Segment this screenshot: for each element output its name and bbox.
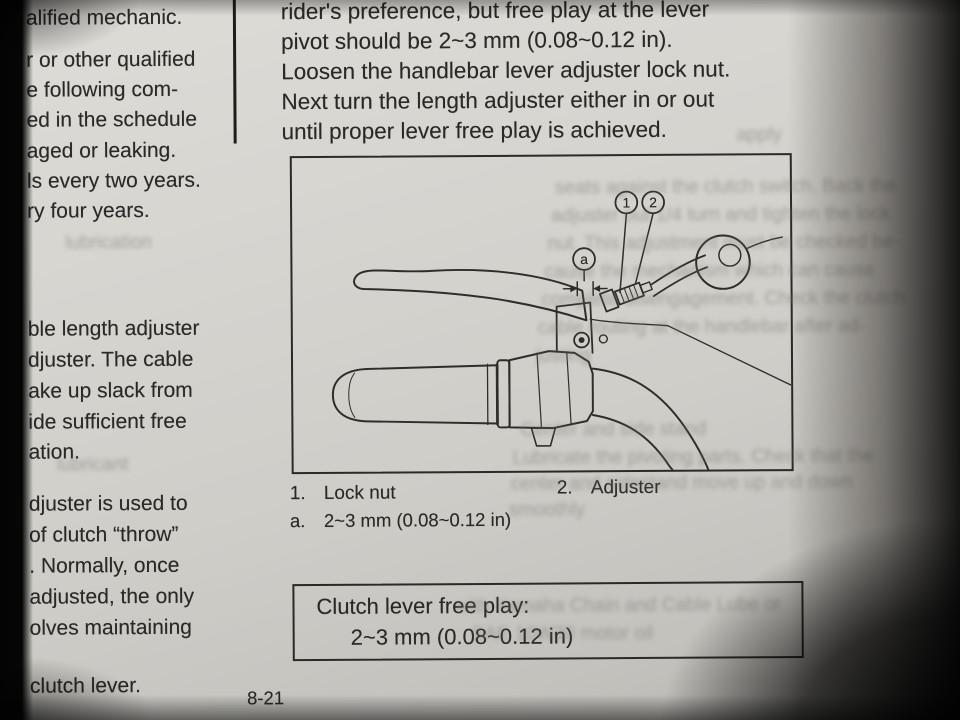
ghost-text: SAE 10W30 motor oil <box>471 622 654 646</box>
ghost-text: Lubricate the pivoting parts. Check that… <box>512 445 874 469</box>
ghost-text: lubricant <box>56 454 129 476</box>
ghost-text: seats against the clutch switch. Back th… <box>554 175 897 199</box>
ghost-text: apply <box>736 124 783 146</box>
ghost-text: justing <box>535 345 591 367</box>
ghost-text: with Yamaha Chain and Cable Lube or <box>456 594 782 618</box>
ghost-text: center and sidestand move up and down <box>510 471 854 495</box>
ghost-text: adjuster out 1/4 turn and tighten the lo… <box>551 203 891 227</box>
ghost-text: cable routing at the handlebar after ad- <box>537 315 866 339</box>
ghost-text: cause the mechanism which can cause <box>544 259 876 283</box>
ghost-text: nut. This adjustment must be checked be- <box>547 231 900 255</box>
ghost-text: Center and side stand <box>520 418 707 441</box>
ghost-text: lubrication <box>65 232 152 254</box>
ghost-text: smoothly <box>508 499 586 521</box>
ghost-text: complete disengagement. Check the clutch <box>541 287 906 311</box>
